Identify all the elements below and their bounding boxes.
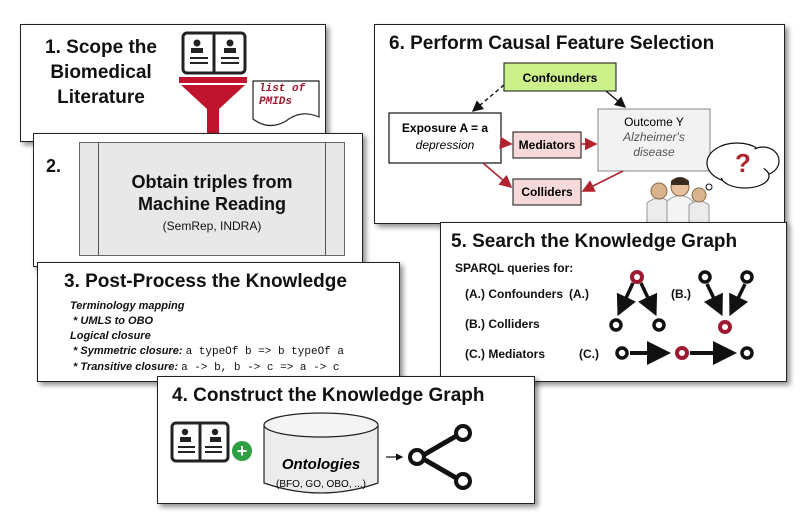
panel-machine-reading: 2. Obtain triples from Machine Reading (… xyxy=(33,133,363,267)
colliders-node xyxy=(512,178,582,206)
panel2-subtitle: (SemRep, INDRA) xyxy=(162,219,262,233)
construct-graphic: + Ontologies (BFO, GO, OBO, ...) xyxy=(170,412,472,494)
funnel-icon xyxy=(179,77,247,135)
panel-post-process: 3. Post-Process the Knowledge Terminolog… xyxy=(37,262,400,382)
exposure-to-mediator-arrow xyxy=(499,136,513,150)
panel1-title-line1: 1. Scope the xyxy=(45,37,157,58)
pattern-label-a: (A.) xyxy=(569,287,589,301)
box-left-strip xyxy=(98,143,99,255)
outcome-value-line1: Alzheimer's xyxy=(622,130,685,144)
pmid-note-text: list of PMIDs xyxy=(259,83,305,109)
exposure-to-collider-arrow xyxy=(482,162,513,189)
pmid-note-line2: PMIDs xyxy=(259,96,293,108)
panel2-title-line2: Machine Reading xyxy=(137,194,287,214)
panel1-title-line3: Literature xyxy=(57,87,145,108)
panel6-title: 6. Perform Causal Feature Selection xyxy=(389,33,715,54)
plus-icon xyxy=(232,441,252,461)
panel-search-knowledge-graph: 5. Search the Knowledge Graph SPARQL que… xyxy=(440,222,787,382)
panel2-number: 2. xyxy=(46,156,62,176)
pattern-label-b: (B.) xyxy=(671,287,691,301)
confounders-node xyxy=(503,62,617,92)
transitive-closure: * Transitive closure: a -> b, b -> c => … xyxy=(70,360,344,376)
query-item-confounders: (A.) Confounders xyxy=(465,287,563,301)
sparql-intro: SPARQL queries for: xyxy=(455,261,574,275)
panel4-title: 4. Construct the Knowledge Graph xyxy=(172,385,485,406)
symmetric-closure: * Symmetric closure: a typeOf b => b typ… xyxy=(70,344,344,360)
panel1-title-line2: Biomedical xyxy=(50,62,152,83)
ontologies-subtitle: (BFO, GO, OBO, ...) xyxy=(276,479,366,490)
confounder-to-exposure-arrow xyxy=(471,84,505,112)
panel1-title: 1. Scope the Biomedical Literature xyxy=(35,35,167,110)
open-book-icon xyxy=(181,31,247,75)
query-item-colliders: (B.) Colliders xyxy=(465,317,540,331)
outcome-value-line2: disease xyxy=(633,145,675,159)
pmid-note xyxy=(252,80,320,127)
graph-patterns xyxy=(609,270,754,365)
colliders-label: Colliders xyxy=(521,185,573,199)
logical-closure: Logical closure xyxy=(70,330,151,342)
box-right-strip xyxy=(325,143,326,255)
transitive-closure-label: * Transitive closure: xyxy=(70,361,182,373)
panel3-title: 3. Post-Process the Knowledge xyxy=(64,271,347,292)
collider-pattern xyxy=(698,270,754,334)
exposure-value: depression xyxy=(416,138,475,152)
outcome-label: Outcome Y xyxy=(624,115,684,129)
confounder-pattern xyxy=(609,270,666,332)
question-mark: ? xyxy=(735,148,751,178)
panel2-title-line1: Obtain triples from xyxy=(131,172,293,192)
query-item-mediators: (C.) Mediators xyxy=(465,347,546,361)
pmid-note-line1: list of xyxy=(259,83,306,95)
thought-cloud-icon xyxy=(699,142,780,198)
symmetric-closure-label: * Symmetric closure: xyxy=(70,345,186,357)
umls-to-obo: * UMLS to OBO xyxy=(70,315,154,327)
symmetric-closure-rule: a typeOf b => b typeOf a xyxy=(185,346,344,358)
panel3-body: Terminology mapping * UMLS to OBO Logica… xyxy=(70,299,344,376)
exposure-label: Exposure A = a xyxy=(402,121,488,135)
exposure-node xyxy=(388,112,502,164)
outcome-to-collider-arrow xyxy=(581,170,624,192)
transitive-closure-rule: a -> b, b -> c => a -> c xyxy=(181,362,340,374)
panel2-title: Obtain triples from Machine Reading xyxy=(100,171,324,215)
literature-funnel-graphic xyxy=(179,31,320,135)
ontologies-cylinder xyxy=(263,412,379,494)
confounder-to-outcome-arrow xyxy=(605,90,627,108)
knowledge-graph-icon xyxy=(408,424,472,490)
open-book-icon xyxy=(170,421,230,463)
pattern-label-c: (C.) xyxy=(579,347,599,361)
terminology-mapping: Terminology mapping xyxy=(70,300,185,312)
panel-construct-knowledge-graph: 4. Construct the Knowledge Graph + Ontol… xyxy=(157,376,535,504)
panel5-title: 5. Search the Knowledge Graph xyxy=(451,231,738,252)
ontologies-title: Ontologies xyxy=(282,456,360,473)
panel-causal-feature-selection: 6. Perform Causal Feature Selection Conf… xyxy=(374,24,785,225)
mediator-pattern xyxy=(615,341,754,365)
outcome-node xyxy=(597,108,711,172)
confounders-label: Confounders xyxy=(523,71,598,85)
machine-reading-box: Obtain triples from Machine Reading (Sem… xyxy=(79,142,345,256)
doctors-icon xyxy=(646,177,710,225)
panel-scope-literature: 1. Scope the Biomedical Literature list … xyxy=(20,24,326,142)
mediators-label: Mediators xyxy=(519,138,576,152)
causal-diagram: Confounders Exposure A = a depression Me… xyxy=(388,62,780,225)
mediators-node xyxy=(512,131,582,159)
plus-sign: + xyxy=(237,441,248,461)
